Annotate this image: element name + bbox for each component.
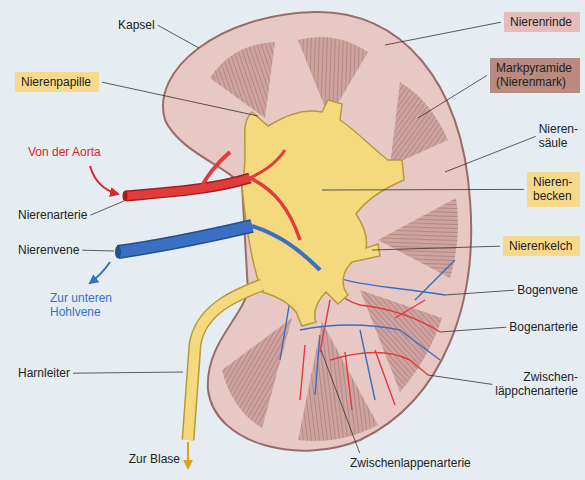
part-label: Zur Blase [129, 452, 180, 466]
vein-branch [252, 226, 320, 270]
renal-vein-outline [118, 226, 252, 252]
ureter-outline [188, 285, 262, 440]
interlobular-vein [360, 330, 375, 400]
part-label: Bogenarterie [509, 320, 578, 334]
pyramid [298, 37, 368, 110]
label-text: Nieren- säule [539, 122, 578, 151]
renal-vein [118, 226, 252, 252]
artery-opening [123, 191, 128, 201]
arcuate-artery [360, 305, 440, 332]
leader-line [440, 327, 506, 332]
label-box: Nierenrinde [504, 12, 580, 32]
label-box: Markpyramide (Nierenmark) [490, 58, 580, 93]
renal-pelvis [242, 100, 404, 326]
interlobular-vein [400, 330, 440, 360]
pyramid [378, 198, 458, 278]
label-text: Zwischen- läppchenarterie [495, 370, 578, 399]
leader-line [418, 75, 487, 118]
label-text: Nierenarterie [18, 208, 87, 222]
artery-branch [200, 152, 230, 189]
renal-artery [125, 178, 250, 196]
label-box: Nierenkelch [503, 236, 580, 256]
part-label: Von der Aorta [28, 145, 101, 159]
to-bladder-arrow [187, 442, 189, 468]
label-text: Von der Aorta [28, 145, 101, 159]
box-text: Nierenkelch [509, 239, 574, 253]
vein-opening [115, 246, 121, 259]
part-label: Kapsel [118, 18, 155, 32]
pyramid [360, 290, 442, 392]
leader-line [158, 25, 199, 48]
interlobular-artery [395, 300, 425, 318]
renal-artery-outline [125, 178, 250, 196]
part-label: Harnleiter [18, 366, 70, 380]
interlobular-artery [375, 350, 395, 405]
interlobular-artery [410, 360, 428, 375]
label-text: Nierenvene [18, 243, 79, 257]
interlobular-artery [300, 345, 305, 400]
interlobular-artery [345, 352, 352, 410]
pyramid-striae [210, 42, 275, 118]
box-text: Markpyramide (Nierenmark) [496, 61, 574, 90]
interlobular-vein [415, 260, 455, 300]
artery-branch [250, 150, 285, 178]
part-label: Zur unteren Hohlvene [50, 291, 130, 320]
to-vena-cava-arrow [90, 262, 110, 283]
leader-line [321, 350, 360, 453]
label-text: Zwischenlappenarterie [350, 456, 471, 470]
label-text: Kapsel [118, 18, 155, 32]
leader-line [428, 375, 492, 384]
leader-line [372, 246, 500, 250]
label-text: Zur Blase [129, 452, 180, 466]
medullary-pyramids [210, 37, 458, 441]
label-text: Zur unteren Hohlvene [50, 291, 130, 320]
pyramid [298, 322, 378, 441]
leader-lines [73, 22, 536, 453]
leader-line [82, 250, 114, 252]
leader-line [90, 201, 124, 215]
part-label: Zwischenlappenarterie [350, 456, 471, 470]
artery-branch [250, 178, 300, 240]
leader-line [322, 189, 524, 191]
ureter [188, 285, 262, 440]
leader-line [73, 372, 183, 373]
leader-line [445, 136, 536, 172]
label-text: Bogenvene [517, 283, 578, 297]
box-text: Nierenpapille [21, 75, 93, 89]
part-label: Nierenarterie [18, 208, 87, 222]
label-box: Nieren- becken [527, 172, 580, 207]
leader-line [445, 290, 514, 295]
leader-line [102, 82, 258, 116]
from-aorta-arrow [90, 166, 118, 194]
leader-line [385, 22, 501, 45]
pyramid-striae [378, 198, 458, 278]
pyramid-striae [298, 322, 378, 441]
pyramid-striae [222, 318, 292, 428]
label-text: Bogenarterie [509, 320, 578, 334]
arcuate-artery [330, 353, 410, 361]
pyramid [390, 82, 448, 166]
label-text: Harnleiter [18, 366, 70, 380]
pyramid [210, 42, 275, 118]
part-label: Nierenvene [18, 243, 79, 257]
pyramid-striae [390, 82, 448, 166]
box-text: Nieren- becken [533, 175, 574, 204]
label-box: Nierenpapille [15, 72, 99, 92]
pyramid-striae [360, 290, 442, 392]
pyramid [222, 318, 292, 428]
interlobular-vein [315, 335, 320, 395]
box-text: Nierenrinde [510, 15, 574, 29]
part-label: Bogenvene [517, 283, 578, 297]
arcuate-vein [300, 325, 400, 330]
part-label: Zwischen- läppchenarterie [495, 370, 578, 399]
part-label: Nieren- säule [539, 122, 578, 151]
interlobar-vein [280, 300, 290, 360]
pyramid-striae [298, 37, 368, 110]
